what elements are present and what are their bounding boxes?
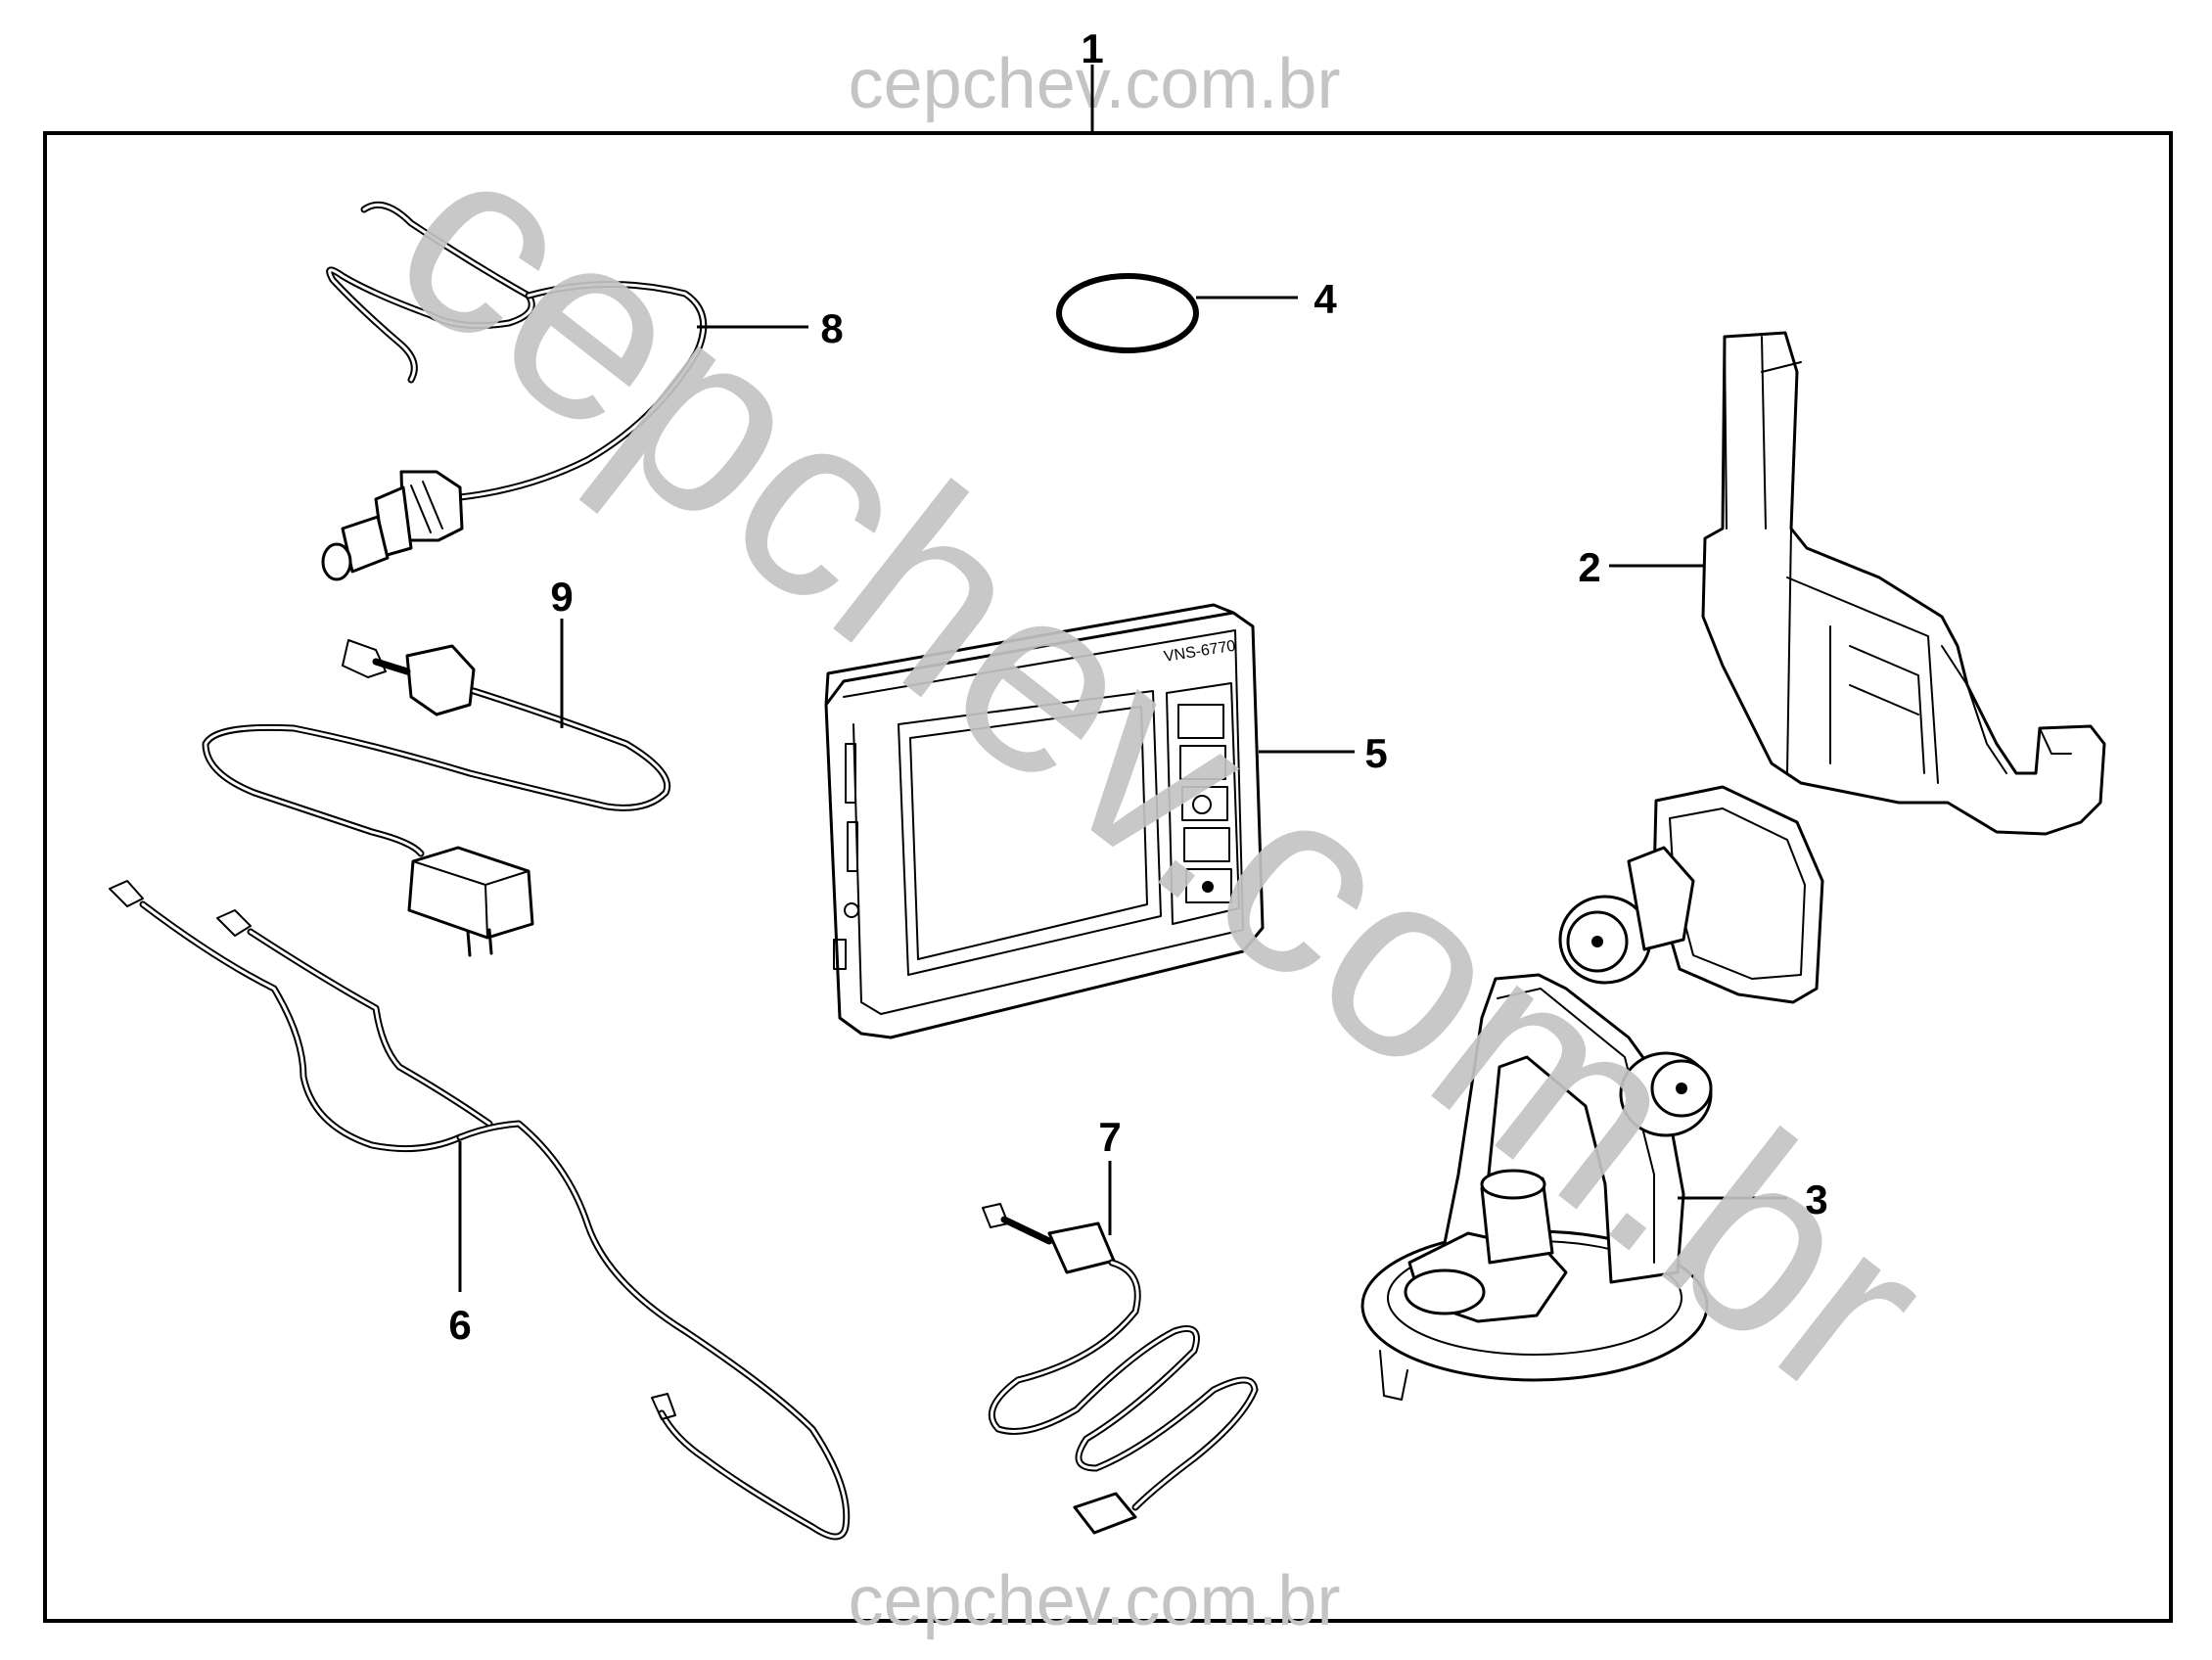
antenna-cable bbox=[109, 880, 851, 1541]
callout-6: 6 bbox=[448, 1302, 471, 1348]
watermark-bottom: cepchev.com.br bbox=[849, 1562, 1341, 1640]
watermark-top: cepchev.com.br bbox=[849, 45, 1341, 123]
assembly-frame bbox=[43, 131, 2173, 1623]
callout-8: 8 bbox=[820, 305, 843, 351]
car-charger-cable bbox=[321, 201, 708, 581]
adhesive-disc bbox=[1056, 273, 1199, 353]
ac-adapter bbox=[202, 639, 670, 957]
navigation-unit: VNS-6770 bbox=[824, 603, 1265, 1039]
bracket bbox=[1701, 331, 2106, 836]
callout-1: 1 bbox=[1081, 25, 1103, 71]
callout-7: 7 bbox=[1098, 1114, 1121, 1160]
callout-9: 9 bbox=[550, 574, 573, 620]
suction-mount bbox=[1360, 785, 1824, 1401]
callout-4: 4 bbox=[1313, 276, 1337, 322]
callout-3: 3 bbox=[1805, 1176, 1827, 1222]
callout-2: 2 bbox=[1578, 544, 1600, 590]
callout-5: 5 bbox=[1364, 730, 1387, 776]
usb-cable bbox=[982, 1203, 1259, 1535]
